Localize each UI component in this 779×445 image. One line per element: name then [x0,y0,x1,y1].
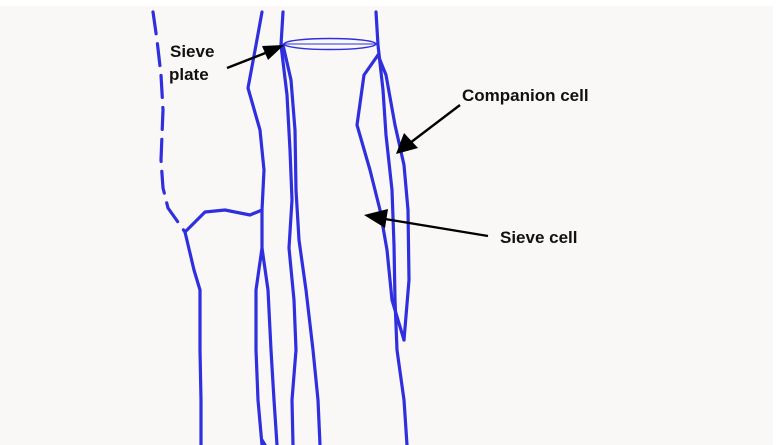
companion-cell-label: Companion cell [462,86,589,105]
companion-cell-inner-wall [357,55,404,340]
sieve-plate-label-line1: Sieve [170,42,214,61]
companion-cell-arrow-shaft [410,105,460,143]
lower-left-cell-top-wall [185,210,262,232]
lower-left-cell-wall [185,232,201,445]
sieve-cell-right-wall [376,12,407,445]
sieve-plate-label-line2: plate [169,65,209,84]
left-cell-wall [248,12,264,445]
sieve-plate-arrow-shaft [227,52,268,68]
sieve-cell-arrowhead [364,209,388,228]
inner-left-lower-wall [262,248,277,445]
sieve-cell-arrow-shaft [385,219,488,236]
sieve-cell-label: Sieve cell [500,228,578,247]
inner-left-wall [281,12,296,445]
